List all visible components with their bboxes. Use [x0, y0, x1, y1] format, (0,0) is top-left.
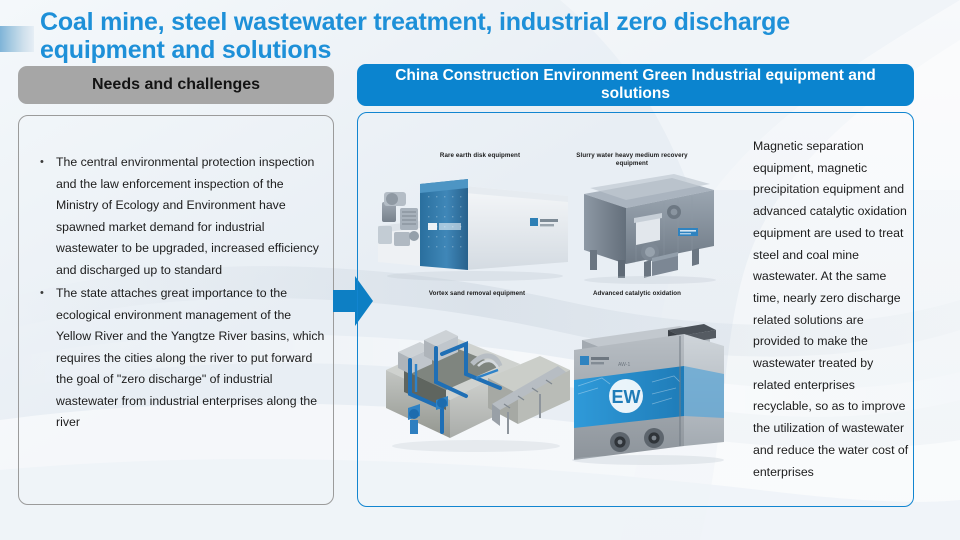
solutions-header: China Construction Environment Green Ind… — [357, 64, 914, 106]
image-caption: Slurry water heavy medium recovery equip… — [576, 152, 688, 167]
needs-header-label: Needs and challenges — [91, 76, 261, 93]
needs-bullet-list: • The central environmental protection i… — [34, 152, 326, 436]
needs-and-challenges-header: Needs and challenges — [18, 66, 334, 104]
bullet-text: The state attaches great importance to t… — [56, 286, 325, 429]
bullet-marker: • — [40, 287, 44, 299]
advanced-catalytic-oxidation-image: EW AW-1 — [560, 308, 740, 468]
vortex-sand-removal-equipment-image — [380, 308, 576, 458]
image-caption: Advanced catalytic oxidation — [592, 290, 682, 297]
bullet-marker: • — [40, 156, 44, 168]
list-item: • The state attaches great importance to… — [34, 283, 326, 434]
equipment-image-collage: Rare earth disk equipment Slurry water h… — [362, 120, 746, 498]
left-accent-bar — [0, 26, 34, 52]
rare-earth-disk-equipment-image — [370, 166, 575, 286]
list-item: • The central environmental protection i… — [34, 152, 326, 281]
solutions-header-label: China Construction Environment Green Ind… — [395, 67, 876, 102]
svg-text:EW: EW — [612, 387, 641, 407]
right-arrow-icon — [333, 276, 373, 326]
svg-text:AW-1: AW-1 — [618, 362, 630, 368]
image-caption: Rare earth disk equipment — [439, 152, 521, 159]
solutions-panel — [357, 112, 914, 507]
slurry-recovery-equipment-image — [574, 172, 726, 284]
bullet-text: The central environmental protection ins… — [56, 155, 319, 277]
image-caption: Vortex sand removal equipment — [428, 290, 526, 297]
page-title: Coal mine, steel wastewater treatment, i… — [40, 8, 790, 64]
solutions-description: Magnetic separation equipment, magnetic … — [753, 139, 909, 479]
